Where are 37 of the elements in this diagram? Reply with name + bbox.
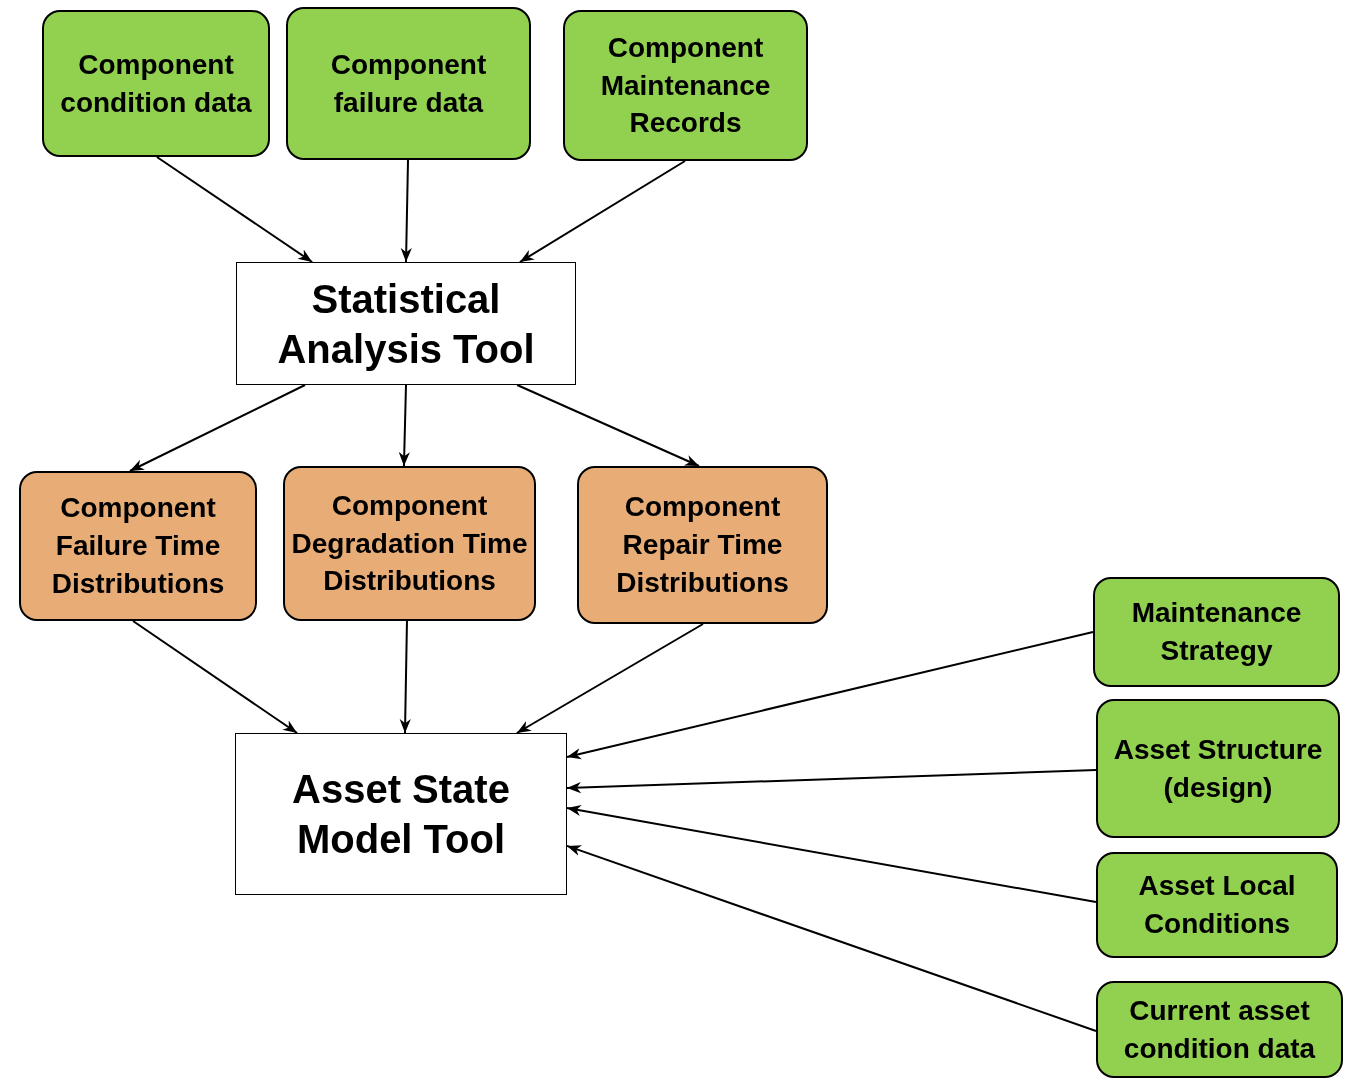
arrow bbox=[566, 769, 1097, 794]
data-box bbox=[283, 466, 536, 621]
arrow bbox=[518, 160, 686, 263]
arrow bbox=[400, 159, 412, 263]
arrow bbox=[398, 384, 410, 467]
box-label: Component Failure Time Distributions bbox=[50, 491, 226, 601]
data-box bbox=[1093, 577, 1340, 687]
box-label: Current asset condition data bbox=[1122, 993, 1317, 1066]
data-box bbox=[577, 466, 828, 624]
arrow bbox=[515, 623, 704, 734]
box-label: Component condition data bbox=[59, 47, 253, 120]
arrow bbox=[128, 384, 306, 472]
arrow bbox=[566, 844, 1097, 1032]
data-box bbox=[1096, 981, 1343, 1078]
data-box bbox=[1096, 699, 1340, 838]
arrow bbox=[566, 631, 1094, 760]
data-box bbox=[286, 7, 531, 160]
data-box bbox=[42, 10, 270, 157]
data-box bbox=[1096, 852, 1338, 958]
box-label: Statistical Analysis Tool bbox=[276, 275, 536, 373]
data-box bbox=[563, 10, 808, 161]
tool-box bbox=[235, 733, 567, 895]
box-label: Component Repair Time Distributions bbox=[615, 490, 790, 600]
box-label: Component failure data bbox=[329, 47, 488, 120]
box-label: Asset State Model Tool bbox=[291, 766, 511, 863]
data-box bbox=[19, 471, 257, 621]
tool-box bbox=[236, 262, 576, 385]
arrow bbox=[516, 384, 700, 467]
box-label: Maintenance Strategy bbox=[1130, 596, 1303, 668]
arrow bbox=[566, 804, 1097, 904]
arrow bbox=[155, 156, 314, 263]
box-label: Component Degradation Time Distributions bbox=[290, 488, 529, 599]
box-label: Asset Local Conditions bbox=[1137, 869, 1297, 941]
arrow bbox=[132, 620, 299, 734]
box-label: Asset Structure (design) bbox=[1112, 732, 1324, 805]
box-label: Component Maintenance Records bbox=[599, 30, 772, 141]
arrow bbox=[399, 620, 411, 734]
